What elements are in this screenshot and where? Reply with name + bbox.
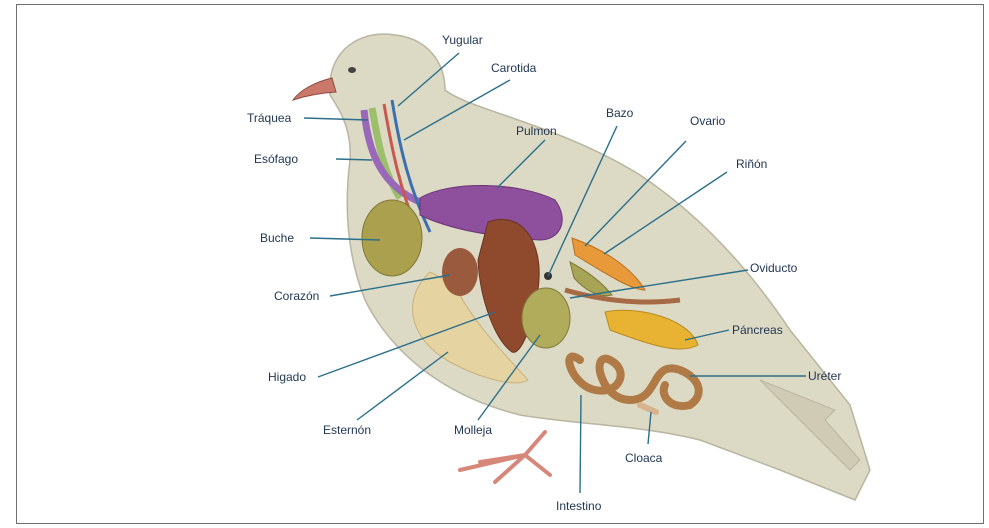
label-carotida: Carotida bbox=[491, 61, 537, 75]
label-cloaca: Cloaca bbox=[625, 451, 663, 465]
label-esofago: Esófago bbox=[254, 152, 298, 166]
label-pulmon: Pulmon bbox=[516, 124, 557, 138]
heart-shape bbox=[442, 248, 478, 296]
label-traquea: Tráquea bbox=[247, 111, 292, 125]
crop-shape bbox=[362, 200, 422, 276]
label-intestino: Intestino bbox=[556, 499, 602, 513]
label-yugular: Yugular bbox=[442, 33, 483, 47]
beak bbox=[293, 78, 336, 100]
label-esternon: Esternón bbox=[323, 423, 371, 437]
label-higado: Higado bbox=[268, 370, 306, 384]
leg bbox=[460, 432, 550, 482]
eye bbox=[348, 67, 356, 73]
label-ovario: Ovario bbox=[690, 114, 726, 128]
gizzard-shape bbox=[522, 288, 570, 348]
label-buche: Buche bbox=[260, 231, 294, 245]
label-ureter: Uréter bbox=[808, 369, 841, 383]
label-pancreas: Páncreas bbox=[732, 323, 783, 337]
label-molleja: Molleja bbox=[454, 423, 492, 437]
label-rinon: Riñón bbox=[736, 157, 767, 171]
label-corazon: Corazón bbox=[274, 289, 319, 303]
label-oviducto: Oviducto bbox=[750, 261, 798, 275]
label-bazo: Bazo bbox=[606, 106, 634, 120]
